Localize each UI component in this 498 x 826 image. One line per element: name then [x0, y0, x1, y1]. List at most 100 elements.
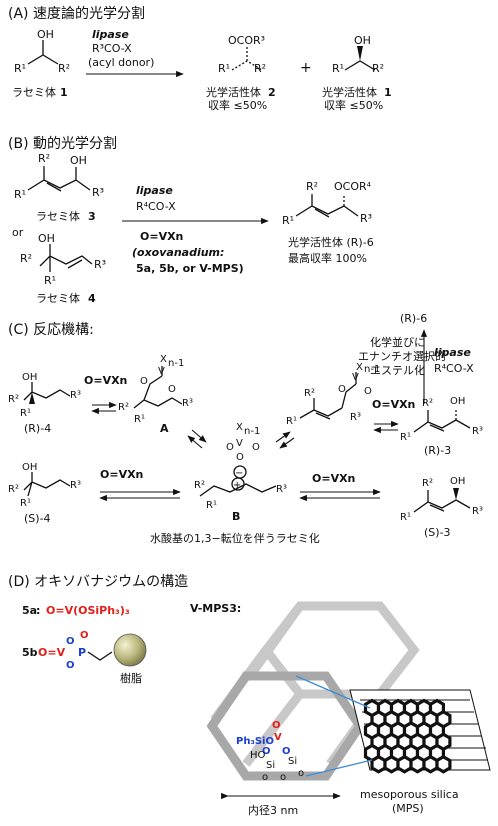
- svg-text:V: V: [352, 372, 359, 383]
- svg-text:R¹: R¹: [282, 214, 294, 227]
- svg-text:R²: R²: [372, 62, 384, 75]
- section-c-title: (C) 反応機構:: [8, 322, 94, 338]
- product-2-number: 2: [268, 86, 276, 99]
- svg-text:R²: R²: [306, 180, 318, 193]
- svg-text:V: V: [274, 732, 282, 743]
- product-1-structure: OH R¹ R²: [332, 34, 384, 75]
- top-product: (R)-6: [400, 312, 427, 325]
- intermediate-a-label: A: [160, 422, 169, 435]
- svg-text:OH: OH: [450, 476, 465, 487]
- hex-cell: [396, 754, 413, 774]
- product-2-structure: R² R¹: [218, 46, 266, 75]
- svg-text:OH: OH: [22, 462, 37, 473]
- svg-text:R³: R³: [70, 480, 81, 491]
- ph3sio-label: Ph₃SiO: [236, 736, 274, 747]
- svg-text:n-1: n-1: [244, 426, 260, 437]
- svg-text:R¹: R¹: [134, 414, 145, 425]
- s3-label: (S)-3: [424, 526, 451, 539]
- svg-text:O: O: [364, 386, 372, 397]
- hex-cell: [409, 754, 426, 774]
- intermediate-right-structure: R² R¹ V X n-1 O O R³: [286, 362, 380, 427]
- product-6-structure: R² OCOR⁴ R¹ R³: [282, 180, 372, 227]
- svg-text::: :: [36, 604, 40, 617]
- ovx-label-4: O=VXn: [312, 472, 355, 485]
- lipase-label-c: lipase: [434, 346, 471, 359]
- svg-text:OH: OH: [38, 232, 55, 245]
- svg-text:o: o: [262, 772, 268, 783]
- svg-text:X: X: [236, 422, 243, 433]
- svg-text:R²: R²: [118, 402, 129, 413]
- svg-text:R¹: R¹: [400, 432, 411, 443]
- zoom-line-1: [295, 675, 371, 709]
- svg-text:o: o: [280, 772, 286, 783]
- svg-text:R³: R³: [182, 398, 193, 409]
- oxovanadium-reagent-b: O=VXn: [140, 230, 183, 243]
- lipase-label-a: lipase: [92, 28, 129, 41]
- resin-label: 樹脂: [120, 671, 142, 685]
- svg-text:R³: R³: [350, 412, 361, 423]
- svg-text:R¹: R¹: [20, 408, 31, 419]
- plus-sign: +: [300, 60, 312, 76]
- svg-text:OH: OH: [70, 154, 87, 167]
- racemate-number: 1: [60, 86, 68, 99]
- svg-text:P: P: [78, 646, 86, 659]
- r3-structure: R² OH R¹ R³: [400, 396, 483, 443]
- svg-text:O: O: [80, 630, 89, 641]
- svg-text:R²: R²: [254, 62, 266, 75]
- product-2-group: OCOR³: [228, 34, 265, 47]
- svg-text:O: O: [282, 746, 291, 757]
- svg-text:Si: Si: [288, 756, 297, 767]
- cation-b-structure: + R² R¹ R³: [194, 477, 287, 511]
- silica-label: mesoporous silica: [360, 788, 459, 801]
- oxovanadium-note: (oxovanadium:: [132, 246, 224, 259]
- product-2-yield: 収率 ≤50%: [208, 98, 267, 112]
- svg-text:R³: R³: [70, 390, 81, 401]
- racemization-caption: 水酸基の1,3−転位を伴うラセミ化: [150, 531, 320, 545]
- svg-text:R¹: R¹: [14, 188, 26, 201]
- svg-text:Si: Si: [266, 760, 275, 771]
- svg-text:R³: R³: [276, 484, 287, 495]
- section-b-title: (B) 動的光学分割: [8, 135, 117, 152]
- diameter-label: 内径3 nm: [248, 803, 298, 817]
- pore-frame-front: [206, 671, 366, 781]
- substrate-3-number: 3: [88, 210, 96, 223]
- svg-text:O: O: [140, 376, 148, 387]
- cat-5b-structure: O=V O O P O: [38, 630, 147, 671]
- selectivity-note-3: エステル化: [370, 363, 425, 377]
- svg-text:X: X: [356, 362, 363, 373]
- svg-text:R¹: R¹: [332, 62, 344, 75]
- r3-label: (R)-3: [424, 444, 451, 457]
- acyl-donor-note: (acyl donor): [88, 56, 154, 69]
- ovx-label-2: O=VXn: [372, 398, 415, 411]
- product-1-number: 1: [384, 86, 392, 99]
- svg-text:R¹: R¹: [14, 62, 26, 75]
- svg-text:O: O: [236, 452, 244, 463]
- cat-5b-label: 5b: [22, 646, 38, 659]
- s3-structure: R² OH R¹ R³: [400, 476, 483, 523]
- section-a-title: (A) 速度論的光学分割: [8, 5, 145, 22]
- svg-text:R¹: R¹: [20, 498, 31, 509]
- svg-text:o: o: [298, 768, 304, 779]
- svg-text:R²: R²: [20, 252, 32, 265]
- hex-cell: [435, 754, 452, 774]
- section-d-title: (D) オキソバナジウムの構造: [8, 574, 188, 590]
- svg-text:O: O: [168, 384, 176, 395]
- or-text: or: [12, 226, 24, 239]
- svg-text:−: −: [235, 468, 243, 479]
- cat-5a-label: 5a: [22, 604, 37, 617]
- eq-arrow-3b: [279, 437, 295, 449]
- eq-arrow-3a: [275, 431, 291, 443]
- svg-text:R²: R²: [194, 480, 205, 491]
- svg-text:O: O: [252, 442, 260, 453]
- svg-text:R³: R³: [92, 186, 104, 199]
- acyl-reagent-b: R⁴CO-X: [136, 200, 176, 213]
- lipase-label-b: lipase: [136, 184, 173, 197]
- s4-structure: OH R² R¹ R³: [8, 462, 81, 509]
- acyl-reagent-a: R³CO-X: [92, 42, 132, 55]
- svg-text:O: O: [338, 384, 346, 395]
- svg-text:n-1: n-1: [364, 364, 380, 375]
- svg-text:O: O: [262, 746, 271, 757]
- hex-grid: [363, 698, 452, 774]
- racemate-label: ラセミ体: [12, 85, 56, 99]
